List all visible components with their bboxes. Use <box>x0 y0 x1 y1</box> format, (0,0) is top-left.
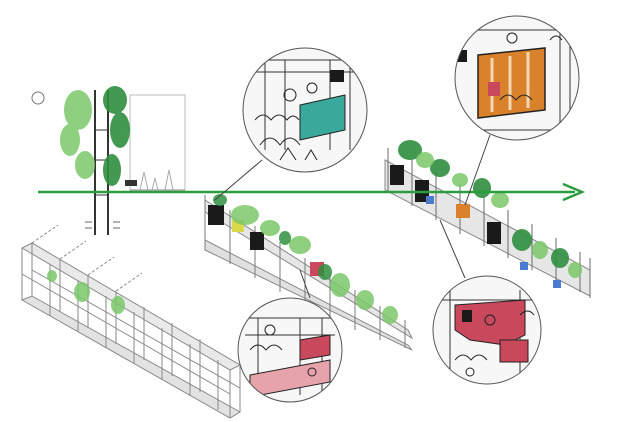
callout-leaders <box>214 134 491 299</box>
callout-pink-terrace <box>237 297 343 403</box>
callout-orange-room <box>454 15 580 141</box>
timeline-arrow <box>38 182 586 202</box>
tree-left <box>60 90 95 179</box>
sun-icon <box>31 91 45 105</box>
callout-red-stair <box>432 275 542 385</box>
stage-1-bare-frame <box>20 224 242 419</box>
vertical-section <box>31 86 186 235</box>
stage-3-fully-inhabited <box>384 140 591 298</box>
arrow-marker <box>125 180 137 186</box>
callout-teal-balcony <box>242 47 368 173</box>
stage-2-partially-planted <box>204 194 414 351</box>
tree-right <box>103 86 130 186</box>
